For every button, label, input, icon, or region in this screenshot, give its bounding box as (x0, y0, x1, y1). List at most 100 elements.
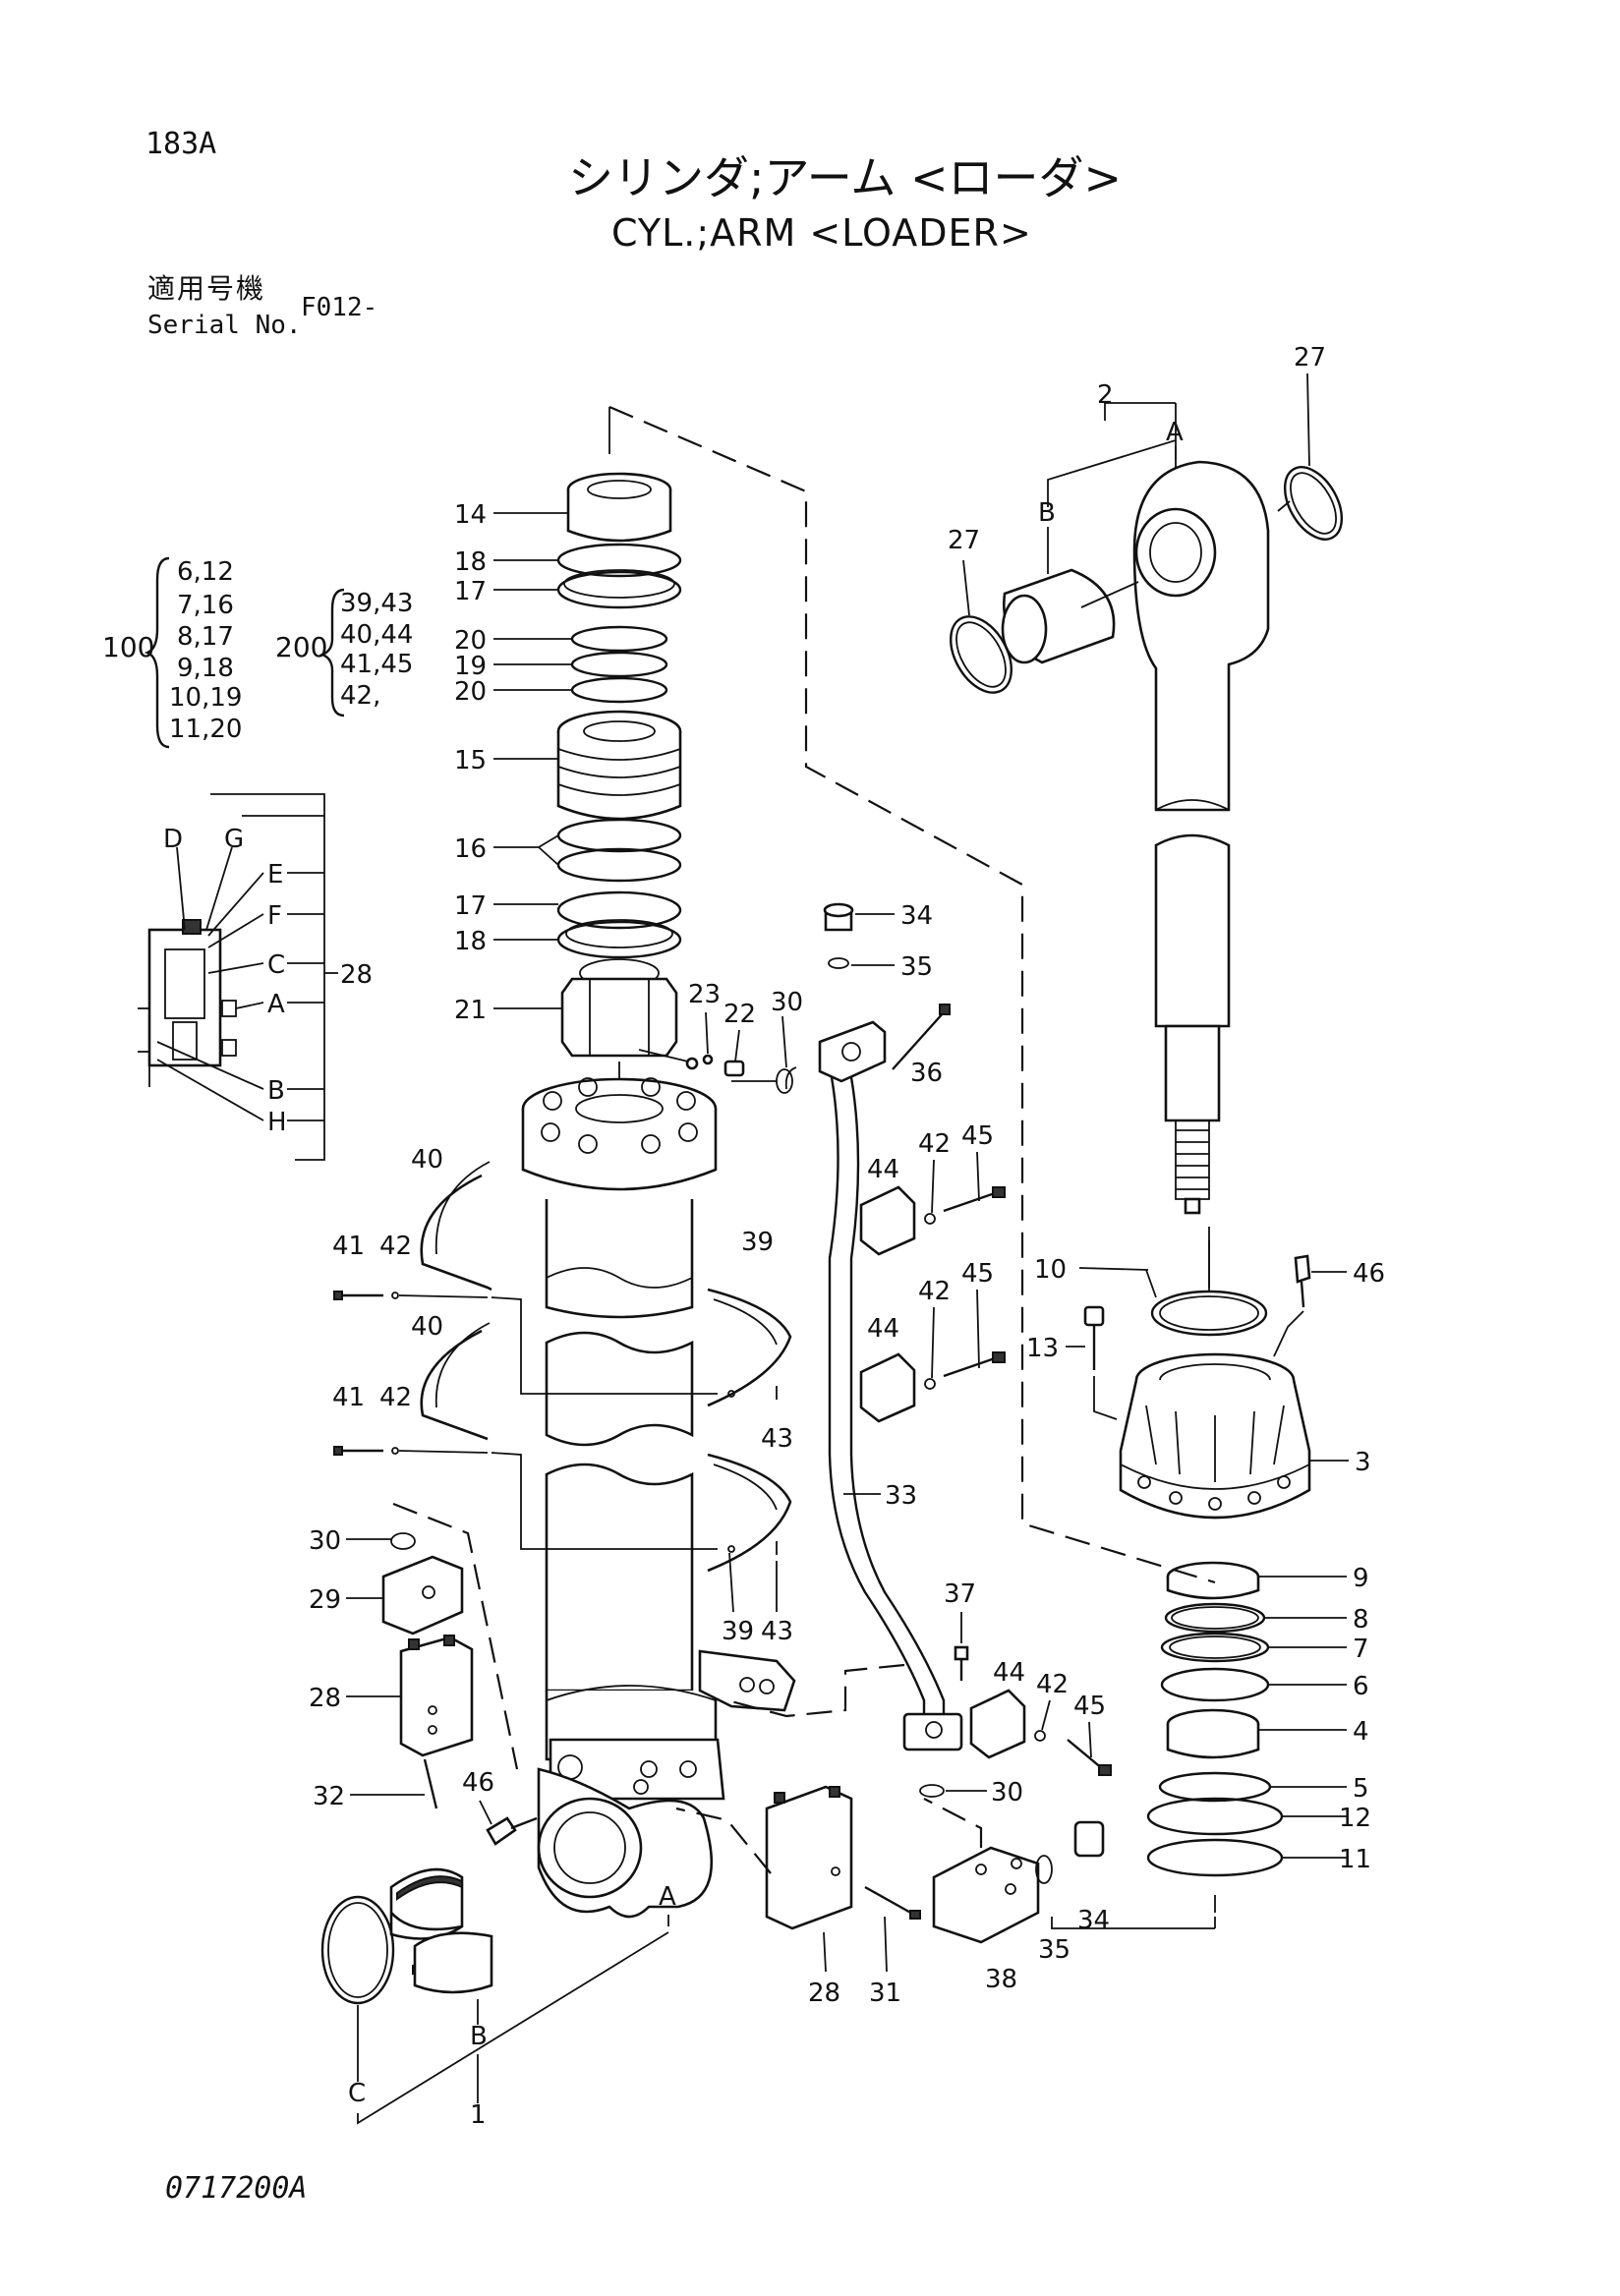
gland-seal-stack: 10 13 3 46 9 8 (1026, 1240, 1385, 1913)
head-seal-stack: 14 18 17 20 19 20 15 16 17 18 21 23 22 (454, 472, 756, 1148)
callout-44: 44 (867, 1155, 899, 1184)
callout-42: 42 (379, 1383, 412, 1412)
kit-200-item: 42, (340, 681, 380, 711)
letter-B: B (267, 1076, 285, 1106)
letter-B: B (1038, 498, 1056, 528)
callout-35: 35 (1038, 1935, 1070, 1965)
callout-44: 44 (993, 1658, 1025, 1688)
kit-200-brace (318, 588, 345, 718)
inset-valve-bore (172, 1021, 198, 1061)
pipe-assembly: 34 35 36 30 44 44 44 42 45 42 45 42 45 3… (731, 901, 1112, 1994)
letter-A: A (1166, 418, 1184, 447)
callout-28: 28 (309, 1684, 341, 1713)
kit-200-group: 200 39,43 40,44 41,45 42, (275, 588, 413, 718)
callout-12: 12 (1339, 1804, 1371, 1833)
callout-9: 9 (1353, 1564, 1369, 1593)
callout-19: 19 (454, 652, 487, 681)
callout-11: 11 (1339, 1845, 1371, 1874)
callout-43: 43 (761, 1617, 793, 1646)
title-english: CYL.;ARM <LOADER> (611, 211, 1032, 255)
callout-17: 17 (454, 891, 487, 921)
kit-200-item: 41,45 (340, 650, 413, 679)
kit-100-brace (144, 556, 170, 749)
callout-16: 16 (454, 834, 487, 864)
callout-18: 18 (454, 547, 487, 577)
callout-21: 21 (454, 996, 487, 1025)
callout-22: 22 (723, 1000, 756, 1029)
letter-E: E (267, 860, 283, 890)
document-code: 0717200A (165, 2171, 308, 2206)
callout-28: 28 (808, 1979, 840, 2008)
callout-6: 6 (1353, 1672, 1369, 1701)
piston-rod: 27 27 2 A B (948, 343, 1344, 1215)
kit-100-item: 7,16 (177, 591, 234, 620)
cylinder-tube (521, 1077, 796, 1919)
callout-41: 41 (332, 1383, 365, 1412)
callout-34: 34 (900, 901, 933, 931)
callout-14: 14 (454, 500, 487, 530)
callout-20: 20 (454, 677, 487, 707)
letter-H: H (267, 1108, 287, 1137)
callout-44: 44 (867, 1314, 899, 1344)
callout-5: 5 (1353, 1774, 1369, 1804)
callout-30: 30 (771, 988, 803, 1017)
lower-valve-assembly: 30 29 28 32 46 28 31 (309, 1526, 921, 2008)
callout-15: 15 (454, 746, 487, 775)
callout-46: 46 (462, 1768, 494, 1798)
kit-100-item: 6,12 (177, 557, 234, 587)
callout-39: 39 (741, 1228, 774, 1257)
valve-detail-inset: D G E F C 28 A B H (138, 793, 373, 1161)
callout-38: 38 (985, 1965, 1017, 1994)
title-japanese: シリンダ;アーム <ローダ> (568, 151, 1123, 204)
kit-100-id: 100 (102, 631, 154, 663)
band-clamps: 40 40 41 42 41 42 39 43 39 43 (332, 1145, 793, 1646)
callout-7: 7 (1353, 1635, 1369, 1664)
callout-2: 2 (1097, 380, 1114, 410)
callout-42: 42 (379, 1232, 412, 1261)
letter-B: B (470, 2022, 488, 2051)
callout-42: 42 (918, 1277, 951, 1306)
callout-36: 36 (910, 1059, 943, 1088)
inset-valve-cap (182, 919, 202, 935)
callout-8: 8 (1353, 1605, 1369, 1635)
callout-41: 41 (332, 1232, 365, 1261)
callout-31: 31 (869, 1979, 901, 2008)
callout-27: 27 (948, 526, 980, 555)
letter-C: C (267, 950, 285, 980)
kit-200-id: 200 (275, 631, 327, 663)
page-number: 183A (145, 127, 217, 161)
callout-35: 35 (900, 952, 933, 982)
assembly-dash-lines (392, 405, 1216, 1929)
callout-34: 34 (1077, 1906, 1110, 1935)
letter-C: C (348, 2079, 366, 2108)
callout-1: 1 (470, 2100, 487, 2130)
callout-30: 30 (309, 1526, 341, 1556)
callout-45: 45 (1073, 1692, 1106, 1721)
callout-17: 17 (454, 577, 487, 606)
letter-G: G (224, 825, 244, 854)
kit-100-item: 8,17 (177, 622, 234, 652)
callout-37: 37 (944, 1579, 976, 1609)
callout-33: 33 (885, 1481, 917, 1511)
callout-43: 43 (761, 1424, 793, 1454)
callout-3: 3 (1355, 1448, 1371, 1477)
kit-100-item: 11,20 (169, 715, 242, 744)
callout-32: 32 (313, 1782, 345, 1811)
kit-200-item: 40,44 (340, 620, 413, 650)
callout-42: 42 (1036, 1670, 1069, 1699)
letter-A: A (659, 1882, 676, 1912)
callout-20: 20 (454, 626, 487, 656)
callout-45: 45 (961, 1121, 994, 1151)
callout-40: 40 (411, 1312, 443, 1342)
callout-27: 27 (1294, 343, 1326, 373)
serial-number-value: F012- (301, 293, 378, 322)
callout-39: 39 (722, 1617, 754, 1646)
kit-100-group: 100 6,12 7,16 8,17 9,18 10,19 11,20 (102, 556, 242, 749)
letter-F: F (267, 901, 282, 931)
callout-45: 45 (961, 1259, 994, 1289)
pin-bushing-ring: B C A 1 (320, 1867, 676, 2130)
kit-200-item: 39,43 (340, 589, 413, 618)
callout-28: 28 (340, 960, 373, 990)
callout-10: 10 (1034, 1255, 1067, 1285)
